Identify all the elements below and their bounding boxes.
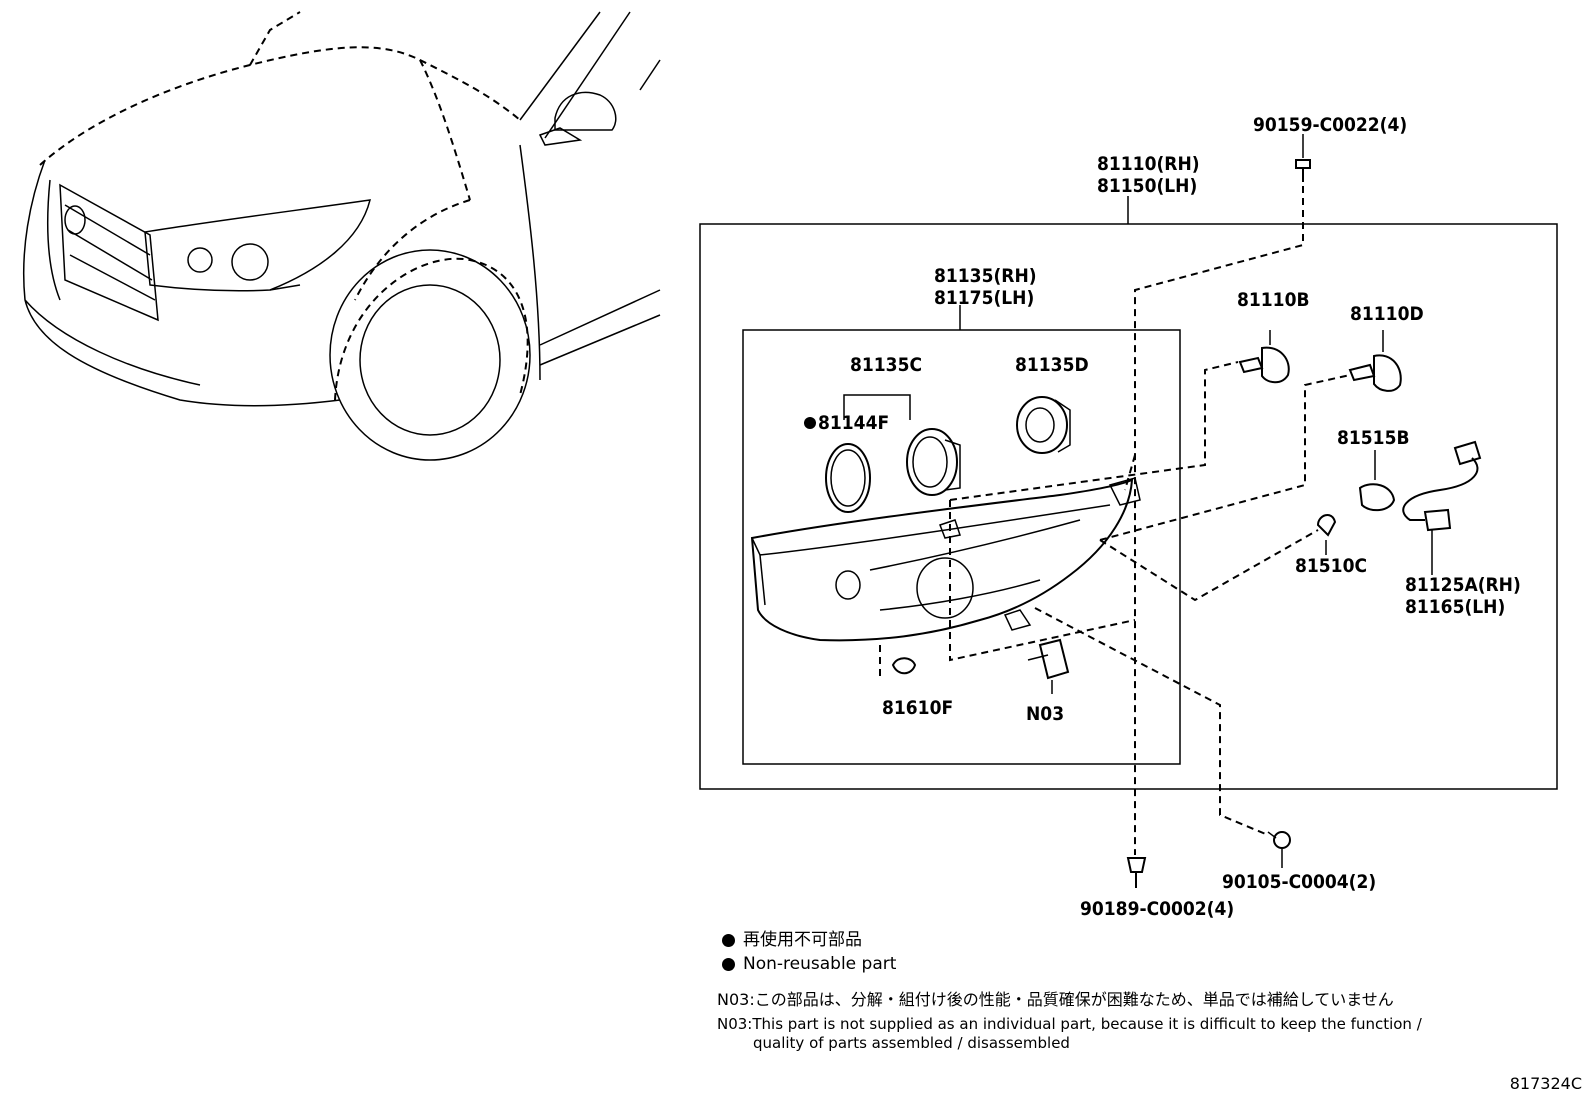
label-81610f: 81610F — [882, 697, 953, 719]
socket-81515b — [1358, 450, 1396, 512]
label-81510c: 81510C — [1295, 555, 1367, 577]
diagram-code: 817324C — [1509, 1074, 1582, 1093]
clip-90105 — [1267, 831, 1291, 868]
legend-ja-text: 再使用不可部品 — [743, 930, 862, 950]
housing-box — [742, 329, 1181, 765]
label-81515b: 81515B — [1337, 427, 1410, 449]
label-81135d: 81135D — [1015, 354, 1089, 376]
legend-row-en: Non-reusable part — [722, 952, 896, 976]
bullet-dot-icon — [722, 957, 735, 971]
label-bolt-90159: 90159-C0022(4) — [1253, 114, 1407, 136]
label-housing-rh: 81135(RH) — [934, 265, 1037, 287]
assembly-box — [699, 223, 1558, 790]
label-wire-lh: 81165(LH) — [1405, 596, 1505, 618]
gasket-ring-81144f — [825, 443, 871, 513]
vehicle-illustration — [22, 11, 661, 461]
label-n03: N03 — [1026, 703, 1064, 725]
legend-en-text: Non-reusable part — [743, 954, 897, 974]
grommet-81610f — [891, 657, 917, 675]
note-ja: N03:この部品は、分解・組付け後の性能・品質確保が困難なため、単品では補給して… — [717, 990, 1394, 1009]
headlamp-unit — [750, 477, 1141, 642]
label-81144f: 81144F — [818, 412, 889, 434]
non-reusable-dot — [804, 417, 816, 429]
bolt-90159 — [1295, 134, 1311, 182]
bulb-81110d — [1348, 330, 1402, 392]
note-en-line2: quality of parts assembled / disassemble… — [753, 1034, 1070, 1052]
wire-harness-81125a — [1402, 440, 1482, 575]
cover-81135c — [906, 428, 961, 496]
dashed-leaders — [949, 186, 1351, 855]
notes: N03:この部品は、分解・組付け後の性能・品質確保が困難なため、単品では補給して… — [717, 990, 1422, 1053]
label-housing-lh: 81175(LH) — [934, 287, 1034, 309]
label-wire-rh: 81125A(RH) — [1405, 574, 1521, 596]
bullet-dot-icon — [722, 933, 735, 947]
label-81135c: 81135C — [850, 354, 922, 376]
legend-row-ja: 再使用不可部品 — [722, 928, 896, 952]
legend: 再使用不可部品 Non-reusable part — [722, 928, 896, 976]
label-81110d: 81110D — [1350, 303, 1424, 325]
cover-81135d — [1016, 396, 1071, 454]
bracket-81135c — [843, 394, 911, 420]
label-assy-lh: 81150(LH) — [1097, 175, 1197, 197]
bolt-90189 — [1126, 857, 1147, 888]
label-bolt-90189: 90189-C0002(4) — [1080, 898, 1234, 920]
note-en-line1: N03:This part is not supplied as an indi… — [717, 1015, 1422, 1033]
label-clip-90105: 90105-C0004(2) — [1222, 871, 1376, 893]
label-assy-rh: 81110(RH) — [1097, 153, 1200, 175]
actuator-n03 — [1027, 638, 1070, 694]
bulb-81510c — [1316, 514, 1337, 555]
bulb-81110b — [1238, 330, 1290, 384]
label-81110b: 81110B — [1237, 289, 1310, 311]
